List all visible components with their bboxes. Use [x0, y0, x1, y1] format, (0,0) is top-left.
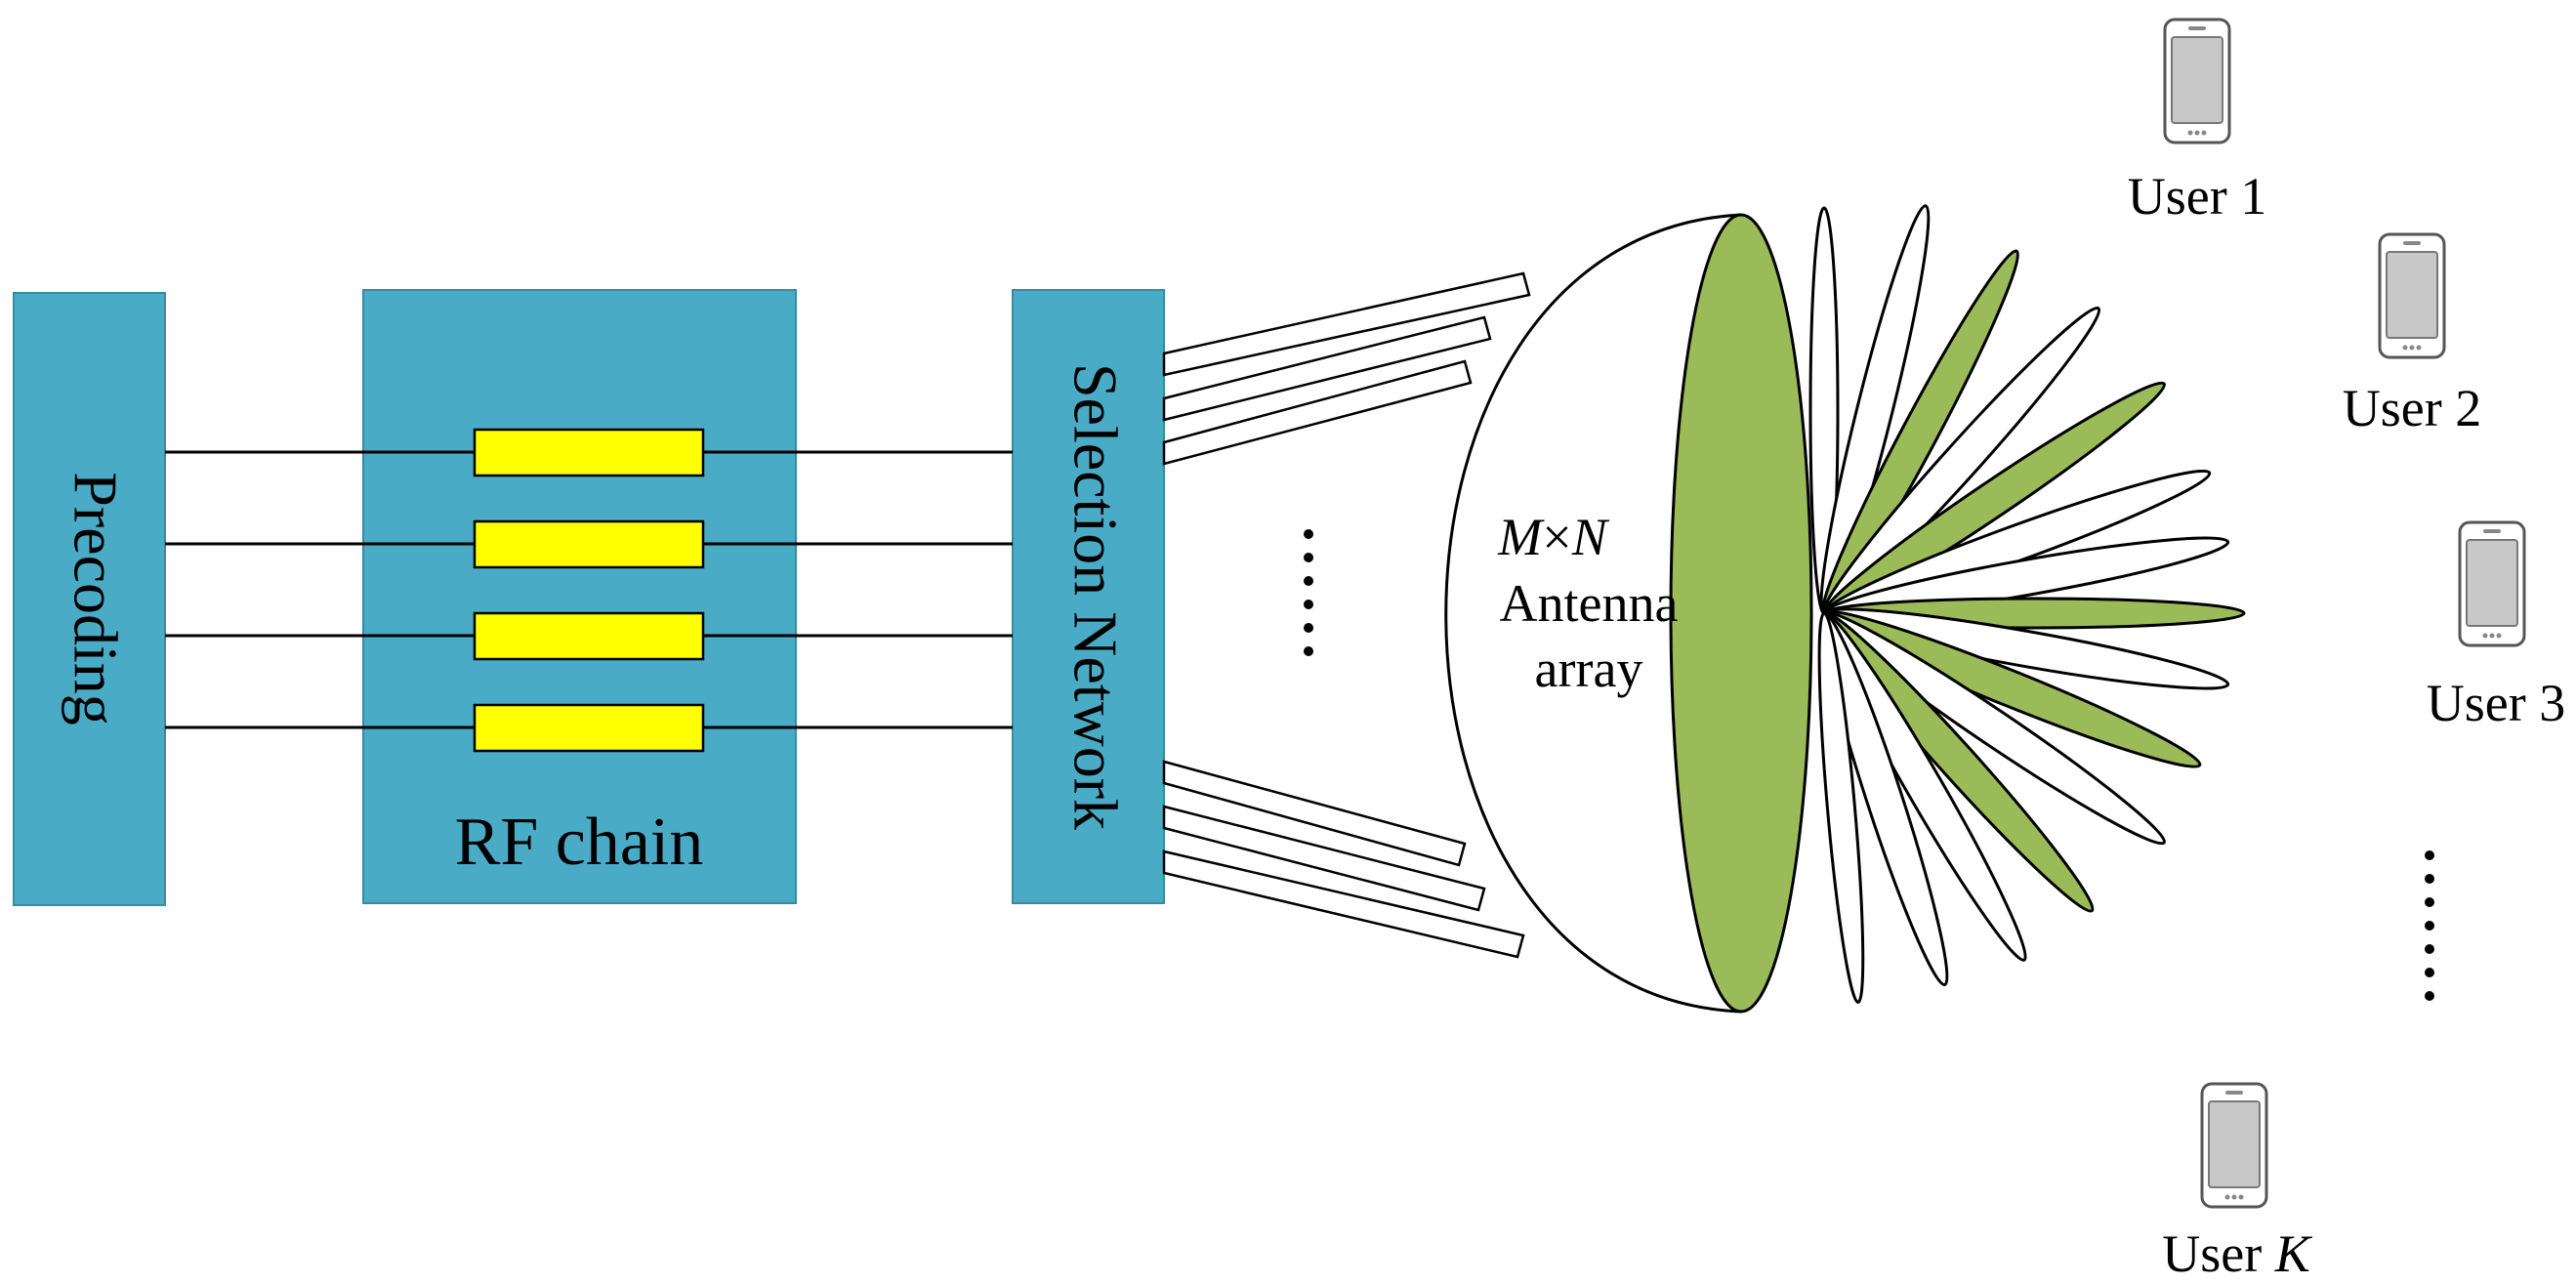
- user-k-label: User K: [2162, 1224, 2312, 1283]
- feed-line-bottom-1: [1162, 760, 1467, 867]
- rf-amplifier-1: [473, 428, 705, 477]
- feed-lines: [1162, 271, 1531, 959]
- user-2: User 2: [2343, 232, 2481, 437]
- feed-line-bottom-2: [1162, 805, 1486, 912]
- antenna-label-line3: array: [1535, 640, 1643, 698]
- beam-pattern: [1808, 204, 2246, 1004]
- antenna-size-times: ×: [1542, 508, 1571, 566]
- feed-line-bottom-3: [1162, 849, 1525, 959]
- antenna-array: M×N Antenna array: [1444, 213, 1813, 1014]
- feed-ellipsis-dot-4: [1304, 600, 1313, 609]
- user-3: User 3: [2427, 520, 2565, 732]
- phone-icon: [2378, 232, 2446, 359]
- feed-line-top-2: [1162, 315, 1492, 422]
- antenna-size-n: N: [1571, 508, 1610, 566]
- feed-ellipsis-dot-5: [1304, 623, 1313, 633]
- antenna-dome: [1444, 213, 1742, 1014]
- antenna-face: [1669, 213, 1813, 1014]
- rf-chain-block: RF chain: [362, 289, 797, 904]
- feed-ellipsis-dot-3: [1304, 576, 1313, 586]
- user-k: User K: [2162, 1082, 2313, 1283]
- user-ellipsis-dot-3: [2425, 897, 2434, 907]
- phone-icon: [2163, 18, 2231, 145]
- user-ellipsis-dot-1: [2425, 850, 2434, 860]
- rf-amplifier-3: [473, 611, 705, 661]
- user-ellipsis-dot-6: [2425, 968, 2434, 977]
- selection-network-block: Selection Network: [1012, 289, 1165, 904]
- antenna-size-m: M: [1497, 508, 1545, 566]
- user-ellipsis-dot-7: [2425, 991, 2434, 1001]
- phone-icon: [2200, 1082, 2268, 1209]
- rf-amplifier-2: [473, 519, 705, 569]
- rf-chain-paths: [165, 428, 1013, 753]
- antenna-label-line2: Antenna: [1500, 574, 1679, 633]
- feed-line-top-1: [1162, 271, 1531, 377]
- user-ellipsis: [2425, 850, 2434, 1001]
- user-ellipsis-dot-5: [2425, 944, 2434, 954]
- antenna-size-label: M×N: [1497, 508, 1609, 566]
- user-ellipsis-dot-4: [2425, 921, 2434, 931]
- feed-ellipsis-dot-6: [1304, 646, 1313, 656]
- phone-icon: [2458, 520, 2526, 647]
- precoding-label: Precoding: [61, 472, 130, 725]
- user-1: User 1: [2128, 18, 2266, 226]
- precoding-block: Precoding: [13, 292, 166, 906]
- selection-network-label: Selection Network: [1060, 363, 1130, 830]
- beam-lobe-15: [1817, 611, 1865, 1004]
- user-ellipsis-dot-2: [2425, 874, 2434, 884]
- feed-ellipsis-dot-1: [1304, 529, 1313, 539]
- feed-ellipsis-dot-2: [1304, 553, 1313, 562]
- rf-chain-label: RF chain: [455, 805, 704, 880]
- rf-amplifier-4: [473, 703, 705, 753]
- user-2-label: User 2: [2343, 379, 2481, 437]
- feed-ellipsis: [1304, 529, 1313, 656]
- feed-line-top-3: [1162, 359, 1473, 466]
- user-1-label: User 1: [2128, 167, 2266, 226]
- user-3-label: User 3: [2427, 674, 2565, 732]
